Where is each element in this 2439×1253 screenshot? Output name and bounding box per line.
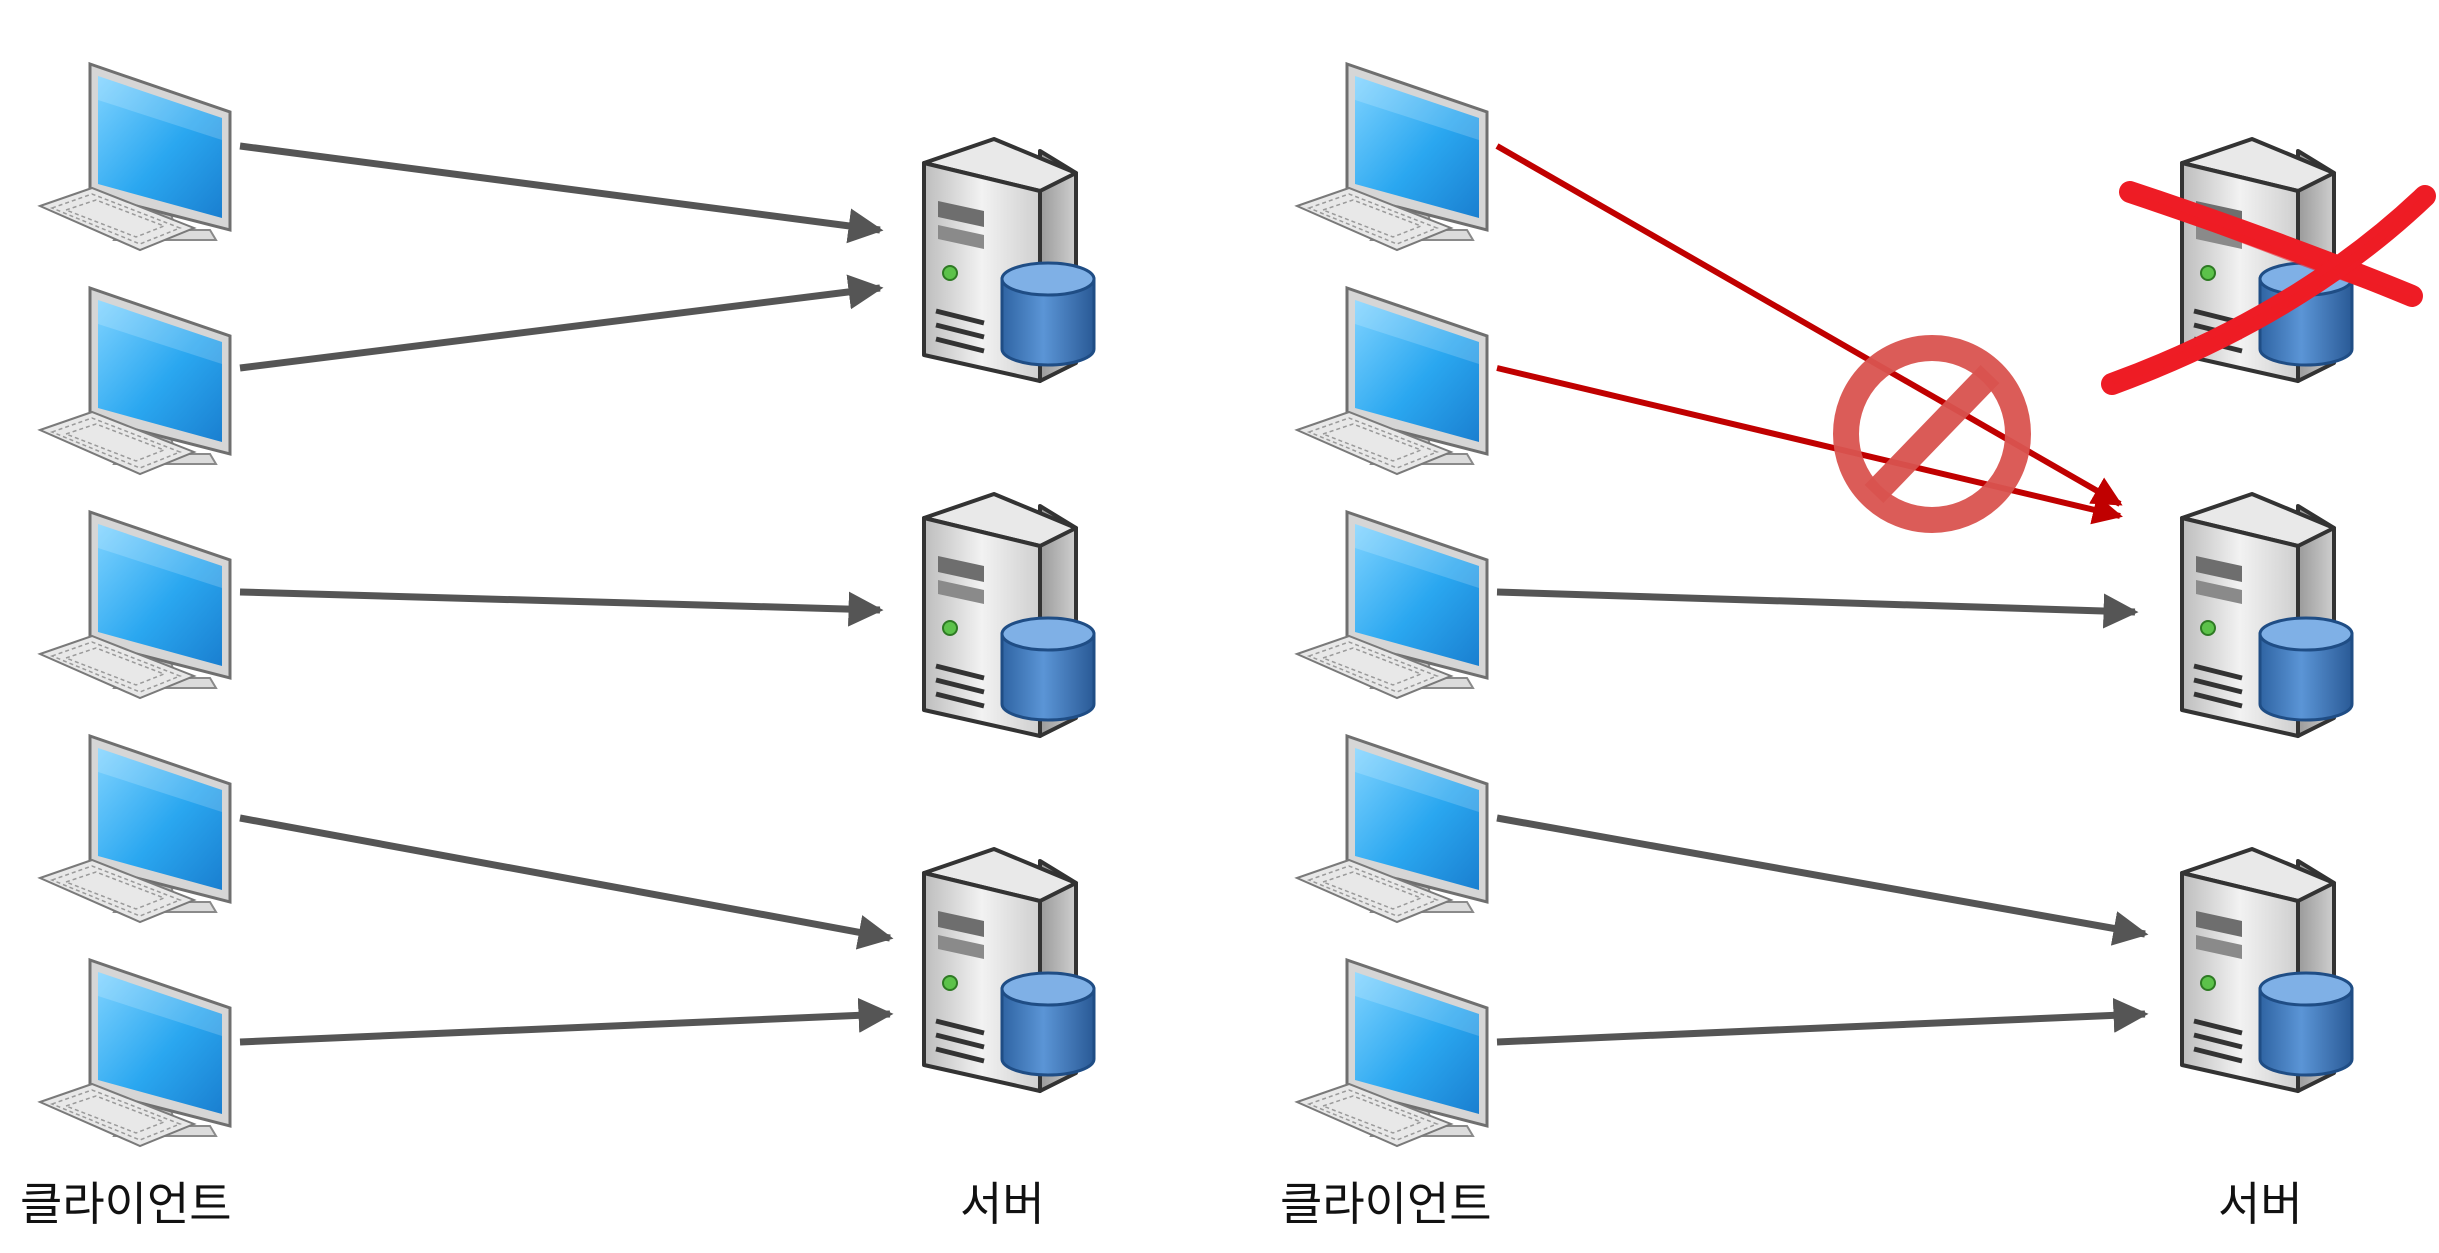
connection-arrow — [239, 588, 884, 627]
client-computer-icon — [38, 510, 232, 700]
server-label: 서버 — [2218, 1177, 2303, 1231]
server-database-icon — [924, 849, 1094, 1091]
client-computer-icon — [1295, 62, 1489, 252]
red-x-icon — [2101, 181, 2436, 395]
right-scenario: 클라이언트 서버 — [1280, 62, 2436, 1231]
client-computer-icon — [38, 958, 232, 1148]
connection-arrow — [1496, 997, 2149, 1046]
left-scenario: 클라이언트 서버 — [20, 62, 1094, 1231]
connection-arrow — [239, 997, 894, 1046]
server-database-icon — [2182, 494, 2352, 736]
connection-arrow — [239, 814, 894, 950]
client-computer-icon — [1295, 286, 1489, 476]
connection-arrow — [239, 142, 884, 244]
client-computer-icon — [1295, 510, 1489, 700]
client-computer-icon — [38, 286, 232, 476]
connection-arrow — [239, 274, 884, 372]
prohibited-icon — [1833, 335, 2031, 533]
client-computer-icon — [1295, 958, 1489, 1148]
blocked-connection-arrow — [1496, 365, 2123, 525]
client-computer-icon — [38, 734, 232, 924]
server-database-icon — [2182, 849, 2352, 1091]
server-database-icon — [924, 139, 1094, 381]
client-computer-icon — [1295, 734, 1489, 924]
connection-arrow — [1496, 814, 2149, 946]
client-label: 클라이언트 — [1280, 1177, 1492, 1231]
client-label: 클라이언트 — [20, 1177, 232, 1231]
connection-arrow — [1496, 588, 2139, 629]
server-database-icon — [924, 494, 1094, 736]
client-computer-icon — [38, 62, 232, 252]
server-label: 서버 — [960, 1177, 1045, 1231]
